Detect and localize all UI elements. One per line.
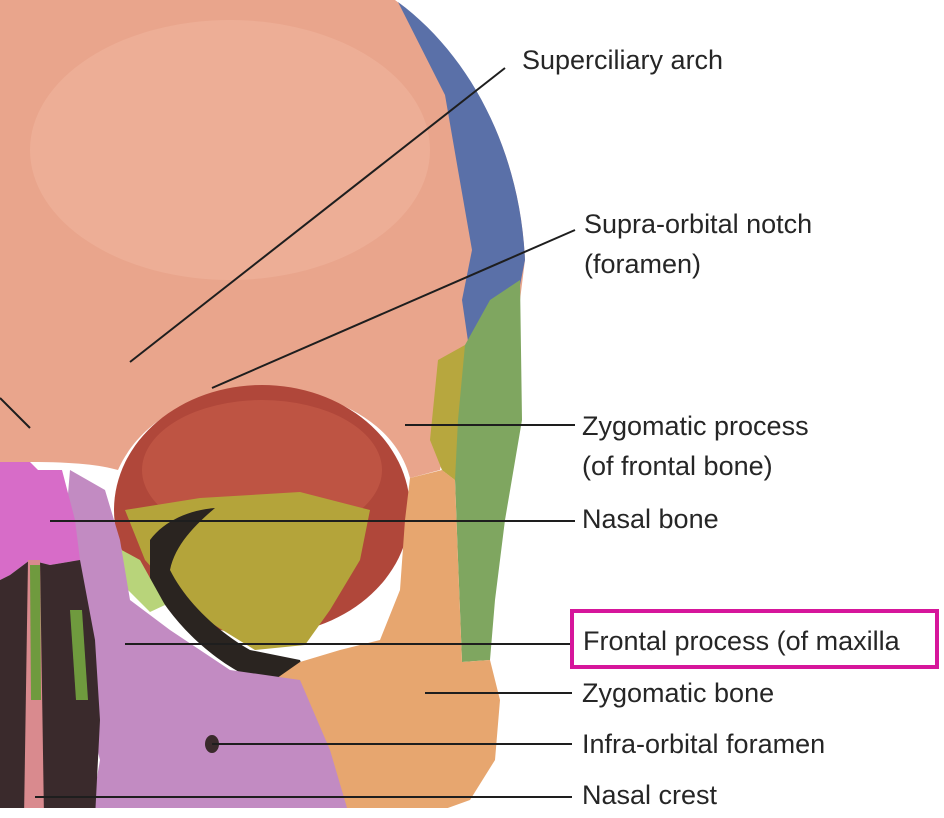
- label-zygomatic-process-line1: Zygomatic process: [582, 407, 809, 445]
- vomer-green: [30, 565, 41, 700]
- label-superciliary-arch: Superciliary arch: [522, 41, 723, 79]
- label-supra-orbital-notch-line1: Supra-orbital notch: [584, 205, 812, 243]
- forehead-highlight: [30, 20, 430, 280]
- label-nasal-bone: Nasal bone: [582, 500, 719, 538]
- label-infra-orbital-foramen: Infra-orbital foramen: [582, 725, 825, 763]
- label-zygomatic-bone: Zygomatic bone: [582, 674, 774, 712]
- label-zygomatic-process-line2: (of frontal bone): [582, 447, 773, 485]
- label-frontal-process: Frontal process (of maxilla: [583, 622, 900, 660]
- label-supra-orbital-notch-line2: (foramen): [584, 245, 701, 283]
- label-nasal-crest: Nasal crest: [582, 776, 717, 814]
- bottom-margin: [0, 808, 944, 818]
